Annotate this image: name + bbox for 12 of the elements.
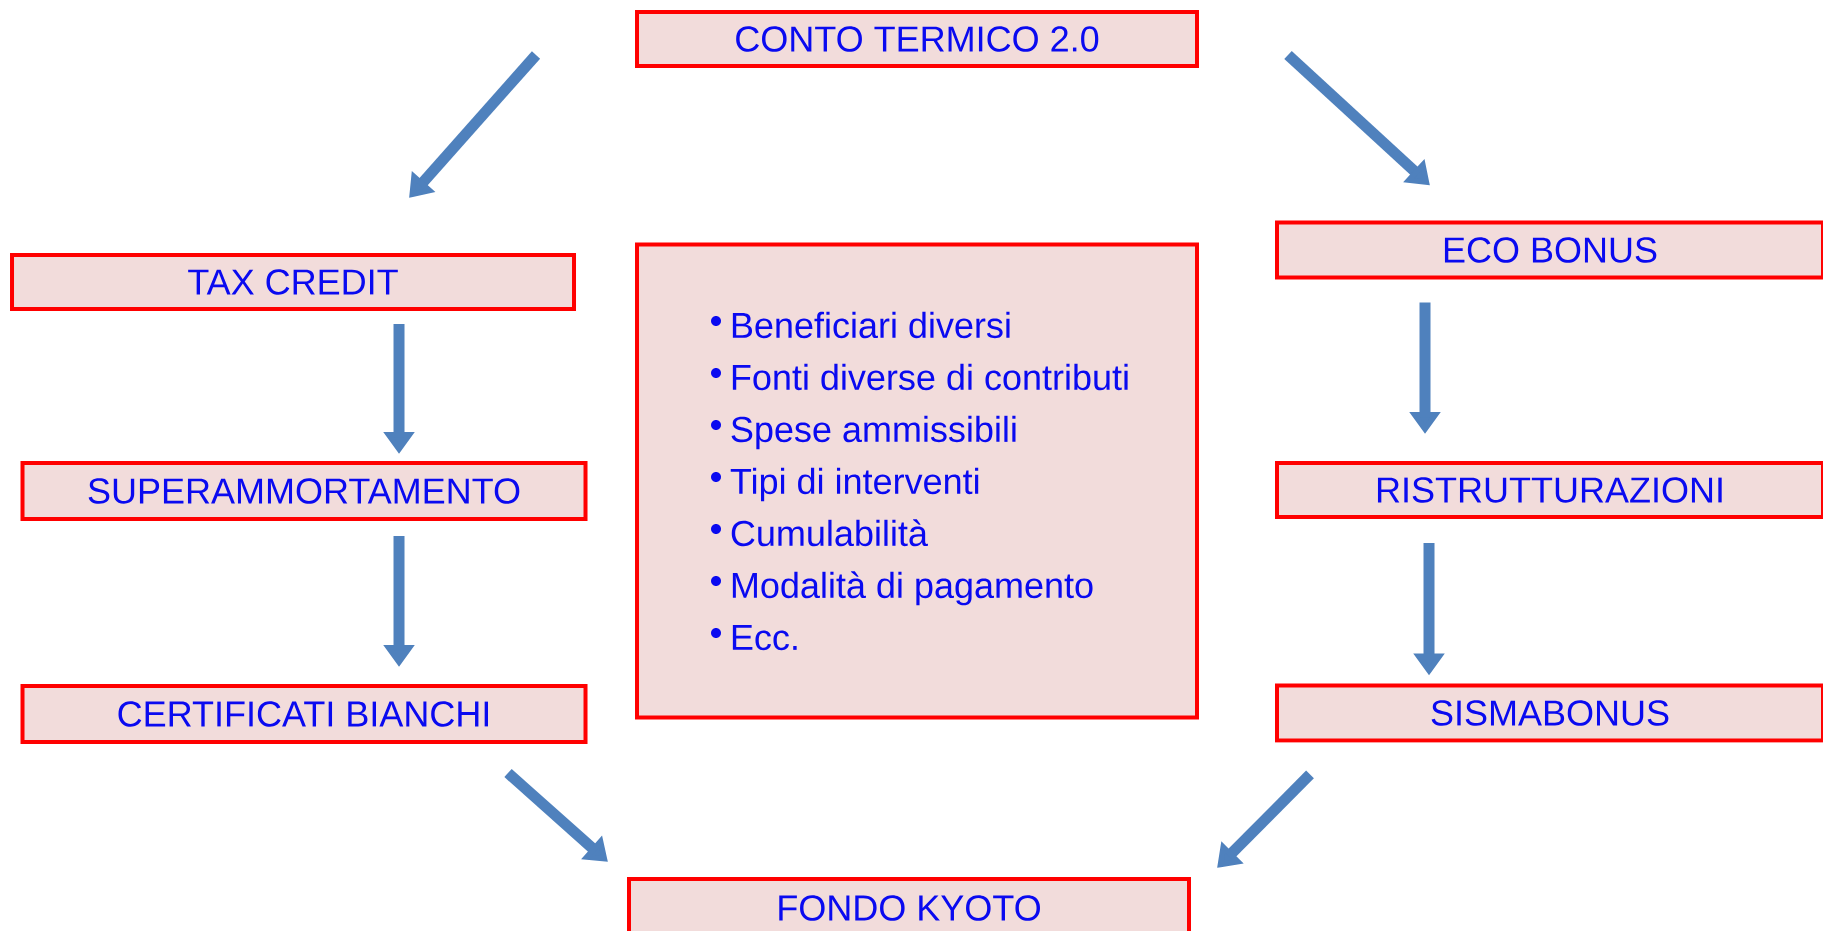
label-box: SUPERAMMORTAMENTO — [20, 461, 588, 521]
block-arrow — [1217, 770, 1314, 868]
label-box: CONTO TERMICO 2.0 — [635, 10, 1199, 68]
label-box: ECO BONUS — [1275, 220, 1823, 280]
list-box: Beneficiari diversi Fonti diverse di contributi Spese ammissibili Tipi di interventi Cumulabilità Modalità di pagamento Ecc. — [635, 242, 1199, 720]
label-box: CERTIFICATI BIANCHI — [20, 684, 588, 744]
label-box: RISTRUTTURAZIONI — [1275, 461, 1823, 519]
block-arrow — [504, 768, 608, 862]
block-arrow — [409, 51, 541, 198]
label-box: TAX CREDIT — [10, 253, 576, 311]
label-box: SISMABONUS — [1275, 683, 1823, 743]
label-box: FONDO KYOTO — [627, 877, 1191, 931]
